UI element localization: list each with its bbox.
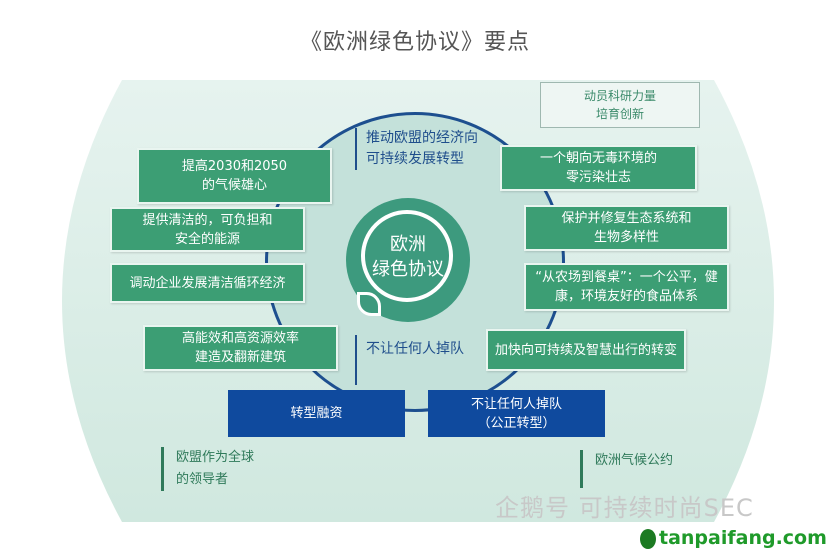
watermark-text: 企鹅号 可持续时尚SEC [495,494,754,522]
middle-goal-text: 不让任何人掉队 [355,335,464,385]
blue-box-financing: 转型融资 [228,390,405,437]
blue-box-just-transition: 不让任何人掉队（公正转型） [428,390,605,437]
center-label: 欧洲绿色协议 [372,234,444,280]
left-box-energy: 提供清洁的，可负担和安全的能源 [110,207,305,252]
bottom-right-text: 欧洲气候公约 [580,450,673,488]
right-box-pollution: 一个朝向无毒环境的零污染壮志 [500,145,697,191]
center-ring [361,210,453,302]
bottom-left-text: 欧盟作为全球的领导者 [161,447,254,491]
right-box-biodiversity: 保护并修复生态系统和生物多样性 [524,205,729,251]
site-logo: tanpaifang.com [640,526,827,550]
research-box: 动员科研力量培育创新 [540,82,700,128]
left-box-buildings: 高能效和高资源效率建造及翻新建筑 [143,325,338,371]
diagram-title: 《欧洲绿色协议》要点 [299,30,530,55]
right-box-farm-to-fork: “从农场到餐桌”：一个公平，健康，环境友好的食品体系 [524,263,729,311]
left-box-circular: 调动企业发展清洁循环经济 [110,263,305,303]
top-goal-text: 推动欧盟的经济向可持续发展转型 [355,128,478,170]
logo-icon [640,528,656,549]
leaf-icon [357,292,381,316]
right-box-mobility: 加快向可持续及智慧出行的转变 [486,329,686,371]
site-logo-text: tanpaifang.com [659,527,827,549]
